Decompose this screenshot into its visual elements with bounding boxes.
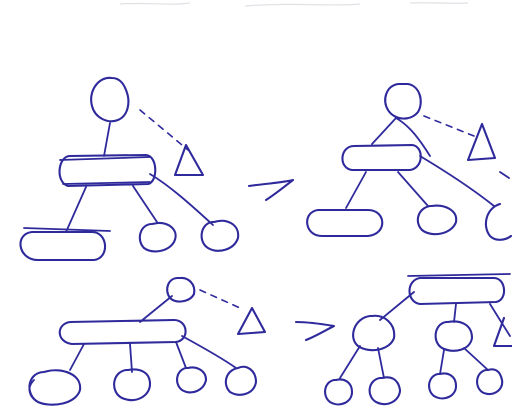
root-node-circle <box>384 82 422 120</box>
edge-1 <box>69 343 85 371</box>
diagram-bottom-left <box>28 276 267 406</box>
leaf-circle-3 <box>176 366 208 394</box>
diagram-top-right <box>306 82 512 241</box>
edge-far-right-stub <box>499 171 510 179</box>
arrow-bottom <box>294 320 336 342</box>
root-to-wide-edge <box>371 117 397 145</box>
root-node-circle <box>90 76 130 123</box>
leaf-circle-1-overstroke <box>28 379 45 405</box>
leaf-wide-node <box>19 230 107 262</box>
triangle-node <box>466 122 497 162</box>
root-to-right-edge <box>395 117 431 157</box>
mid-circle-left <box>352 314 396 352</box>
top-circle-node <box>166 276 196 303</box>
leaf-circle-2 <box>368 376 402 406</box>
edge-4 <box>181 335 237 369</box>
wide-node <box>408 276 506 306</box>
dashed-link <box>199 289 241 309</box>
edge-mid-right-1 <box>439 349 445 375</box>
leaf-wide-overstroke <box>23 227 111 232</box>
paper-bleed-through <box>119 2 469 7</box>
leaf-circle-4 <box>476 368 504 396</box>
leaf-circle-1 <box>28 369 82 406</box>
dashed-link <box>139 109 189 151</box>
leaf-circle-2-partial <box>484 202 512 241</box>
edge-3 <box>175 341 187 369</box>
wide-node <box>341 143 422 172</box>
edge-mid-left-2 <box>377 347 385 379</box>
edge-right <box>419 155 495 207</box>
edge-mid-right-2 <box>463 347 489 371</box>
leaf-circle-3 <box>428 372 458 400</box>
wide-node <box>58 318 187 346</box>
diagram-bottom-right <box>324 273 512 406</box>
edge-mid-left-1 <box>339 345 361 379</box>
leaf-circle-1 <box>324 378 354 406</box>
partial-triangle <box>492 316 512 348</box>
wide-node-overstroke <box>59 156 151 185</box>
leaf-circle-4 <box>224 365 258 396</box>
leaf-circle-2 <box>113 368 152 402</box>
dashed-link <box>423 115 475 137</box>
edge-middle <box>397 171 429 207</box>
mid-circle-right <box>434 320 474 352</box>
leaf-wide-node <box>306 208 384 238</box>
top-bar-line <box>407 273 511 277</box>
leaf-circle-2 <box>200 219 240 252</box>
triangle-node <box>173 143 205 177</box>
edge-left <box>345 171 367 209</box>
wide-to-right-circle-edge <box>453 303 457 323</box>
leaf-circle-1 <box>416 204 458 236</box>
edge-middle <box>132 185 158 223</box>
root-to-wide-edge <box>103 122 111 157</box>
diagram-top-left <box>19 76 240 262</box>
arrow-top-head <box>247 178 295 202</box>
edge-left <box>65 186 87 233</box>
wide-to-right-edge <box>489 303 511 337</box>
arrow-top <box>247 178 295 202</box>
leaf-circle-1 <box>138 221 177 253</box>
wide-to-circle-edge <box>379 291 415 321</box>
circle-to-wide-edge <box>139 295 173 323</box>
triangle-node <box>236 306 267 336</box>
wide-node <box>58 153 157 188</box>
edge-right <box>149 173 214 226</box>
edge-2 <box>129 343 133 373</box>
arrow-bottom-head <box>294 320 336 342</box>
